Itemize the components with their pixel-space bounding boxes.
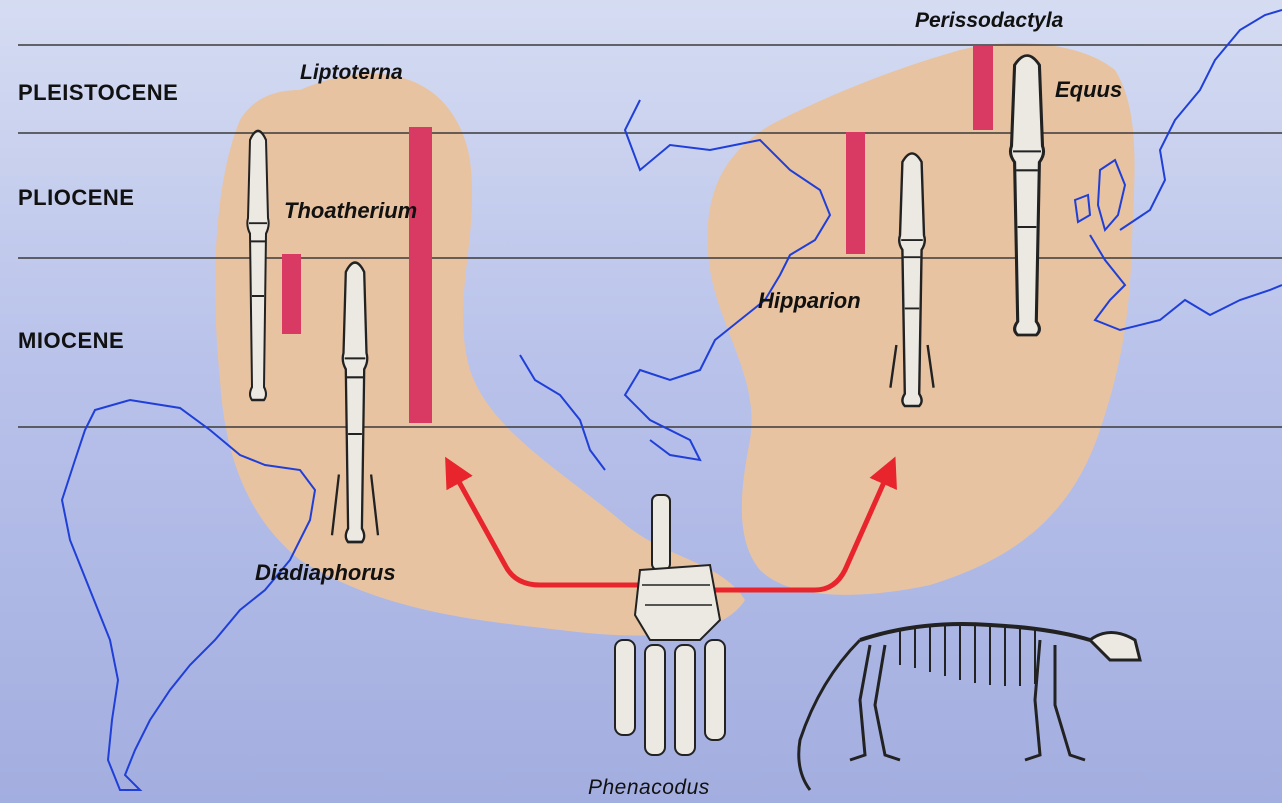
phenacodus-skeleton — [799, 624, 1140, 790]
group-label-liptoterna: Liptoterna — [300, 61, 403, 85]
taxon-label-thoatherium: Thoatherium — [284, 198, 417, 224]
epoch-label-pliocene: PLIOCENE — [18, 185, 134, 211]
taxon-label-phenacodus: Phenacodus — [588, 776, 710, 800]
diadiaphorus-range-bar — [409, 127, 432, 423]
thoatherium-range-bar — [282, 254, 301, 334]
taxon-label-hipparion: Hipparion — [758, 288, 861, 314]
equus-range-bar — [973, 46, 993, 130]
taxon-label-diadiaphorus: Diadiaphorus — [255, 560, 396, 586]
epoch-label-miocene: MIOCENE — [18, 328, 124, 354]
epoch-label-pleistocene: PLEISTOCENE — [18, 80, 178, 106]
taxon-label-equus: Equus — [1055, 77, 1122, 103]
hipparion-range-bar — [846, 132, 865, 254]
group-label-perissodactyla: Perissodactyla — [915, 9, 1063, 33]
